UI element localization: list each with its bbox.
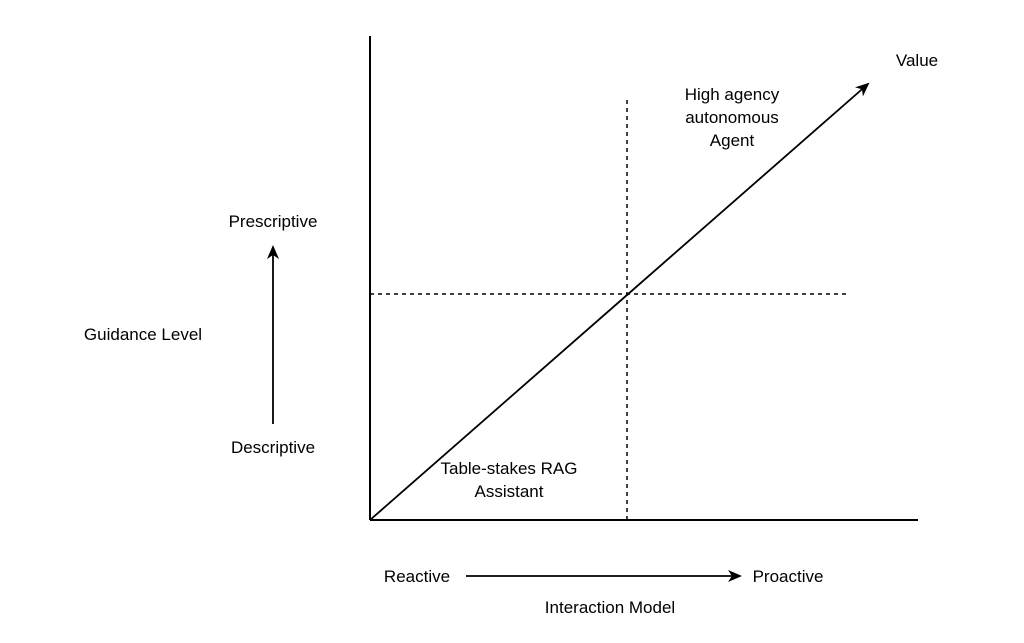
interaction-model-label: Interaction Model <box>545 598 675 617</box>
high-agency-label-line-2: autonomous <box>685 108 779 127</box>
value-label: Value <box>896 51 938 70</box>
guidance-level-label: Guidance Level <box>84 325 202 344</box>
reactive-label: Reactive <box>384 567 450 586</box>
table-stakes-label-line-2: Assistant <box>475 482 544 501</box>
high-agency-label-line-3: Agent <box>710 131 755 150</box>
prescriptive-label: Prescriptive <box>229 212 318 231</box>
descriptive-label: Descriptive <box>231 438 315 457</box>
value-arrow <box>369 82 870 521</box>
high-agency-label-line-1: High agency <box>685 85 780 104</box>
proactive-label: Proactive <box>753 567 824 586</box>
table-stakes-label-line-1: Table-stakes RAG <box>441 459 578 478</box>
